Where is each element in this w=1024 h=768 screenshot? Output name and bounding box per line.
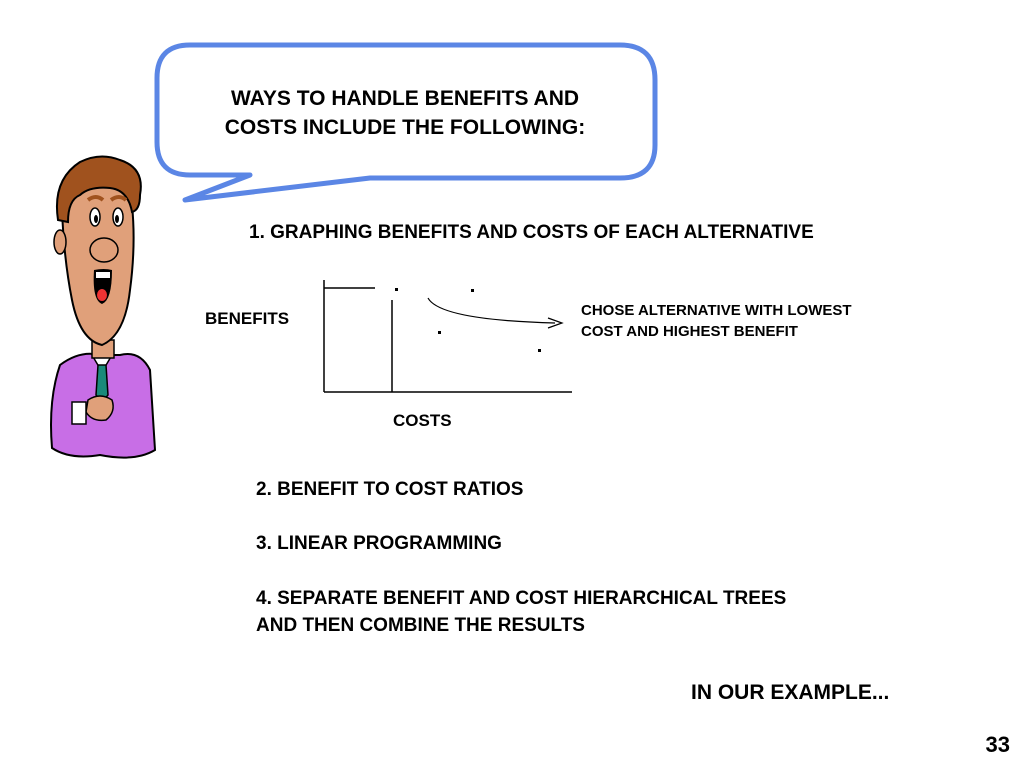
list-item-3: 3. LINEAR PROGRAMMING [256,533,502,554]
speech-line-1: WAYS TO HANDLE BENEFITS AND [230,87,580,110]
page-number: 33 [985,732,1010,757]
list-item-1: 1. GRAPHING BENEFITS AND COSTS OF EACH A… [249,222,814,243]
graph-note-line-2: COST AND HIGHEST BENEFIT [581,323,798,340]
graph-point [438,331,441,334]
benefit-cost-graph [323,280,572,393]
graph-y-label: BENEFITS [205,309,290,328]
list-item-2: 2. BENEFIT TO COST RATIOS [256,479,524,500]
graph-note-line-1: CHOSE ALTERNATIVE WITH LOWEST [581,302,852,319]
graph-point [395,288,398,291]
list-item-4-line-1: 4. SEPARATE BENEFIT AND COST HIERARCHICA… [256,588,787,609]
cartoon-presenter [50,155,157,459]
graph-x-label: COSTS [393,411,452,430]
list-item-4: 4. SEPARATE BENEFIT AND COST HIERARCHICA… [256,585,786,639]
graph-point [538,349,541,352]
graph-point [471,289,474,292]
example-callout: IN OUR EXAMPLE... [691,681,890,704]
graph-arrow [427,297,556,324]
graph-arrowhead [547,317,564,329]
speech-line-2: COSTS INCLUDE THE FOLLOWING: [224,116,586,139]
list-item-4-line-2: AND THEN COMBINE THE RESULTS [256,615,585,636]
speech-text: WAYS TO HANDLE BENEFITS AND COSTS INCLUD… [170,84,640,142]
graph-note: CHOSE ALTERNATIVE WITH LOWEST COST AND H… [581,300,852,342]
